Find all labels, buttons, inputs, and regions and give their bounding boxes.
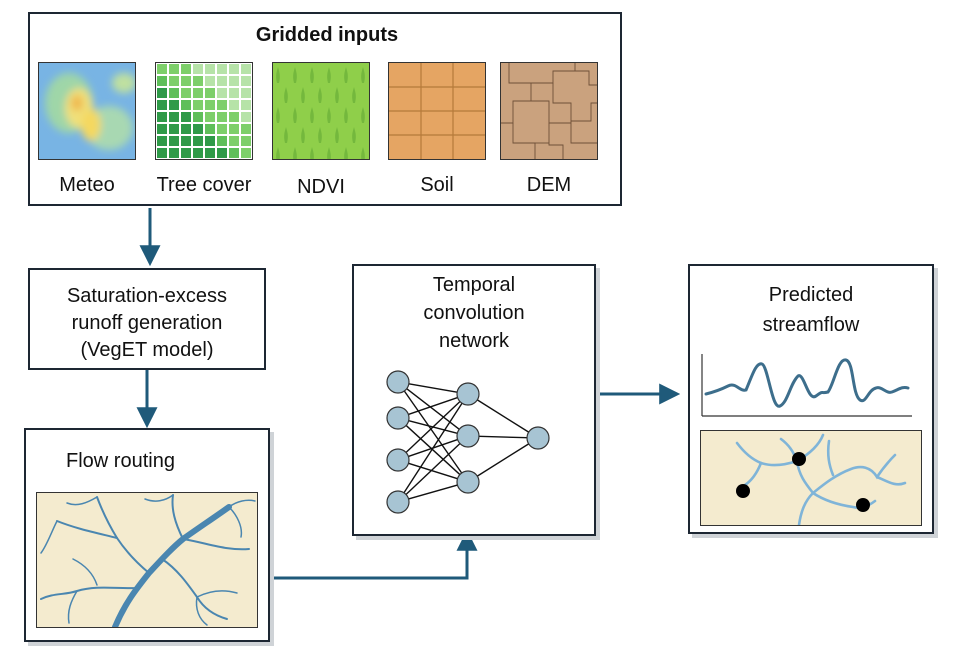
prediction-line-1: Predicted: [768, 284, 854, 306]
network-node: [526, 426, 550, 450]
network-node: [456, 424, 480, 448]
soil-label: Soil: [420, 174, 454, 196]
dem-label: DEM: [526, 174, 572, 196]
tree-cover-thumbnail: [155, 62, 253, 160]
river-network-map: [36, 492, 258, 628]
tcn-box: Temporal convolution network: [352, 264, 596, 536]
flow-routing-title: Flow routing: [66, 450, 175, 472]
network-node: [456, 470, 480, 494]
network-node: [386, 406, 410, 430]
gauge-point: [736, 484, 750, 498]
gridded-inputs-box: Gridded inputs Meteo Tree cover ND: [28, 12, 622, 206]
flow-routing-box: Flow routing: [24, 428, 270, 642]
hydrograph-plot: [701, 354, 912, 417]
soil-thumbnail: [388, 62, 486, 160]
network-node: [386, 370, 410, 394]
neural-network-diagram: [386, 370, 550, 514]
meteo-thumbnail: [38, 62, 136, 160]
network-node: [386, 490, 410, 514]
arrow-routing-to-tcn: [270, 529, 478, 580]
runoff-line-2: runoff generation: [71, 312, 223, 334]
runoff-generation-box: Saturation-excess runoff generation (Veg…: [28, 268, 266, 370]
runoff-line-3: (VegET model): [80, 339, 214, 361]
dem-thumbnail: [500, 62, 598, 160]
meteo-label: Meteo: [59, 174, 115, 196]
runoff-line-1: Saturation-excess: [66, 285, 228, 307]
gridded-inputs-title: Gridded inputs: [255, 24, 399, 46]
gauge-point: [792, 452, 806, 466]
network-node: [386, 448, 410, 472]
tree-cover-label: Tree cover: [156, 174, 252, 196]
tcn-line-3: network: [438, 330, 510, 352]
network-node: [456, 382, 480, 406]
ndvi-label: NDVI: [297, 176, 345, 198]
gauge-point: [856, 498, 870, 512]
gauge-map: [700, 430, 922, 526]
tcn-line-2: convolution: [423, 302, 525, 324]
tcn-line-1: Temporal: [432, 274, 516, 296]
ndvi-thumbnail: [272, 62, 370, 160]
predicted-streamflow-box: Predicted streamflow: [688, 264, 934, 534]
prediction-line-2: streamflow: [762, 314, 860, 336]
